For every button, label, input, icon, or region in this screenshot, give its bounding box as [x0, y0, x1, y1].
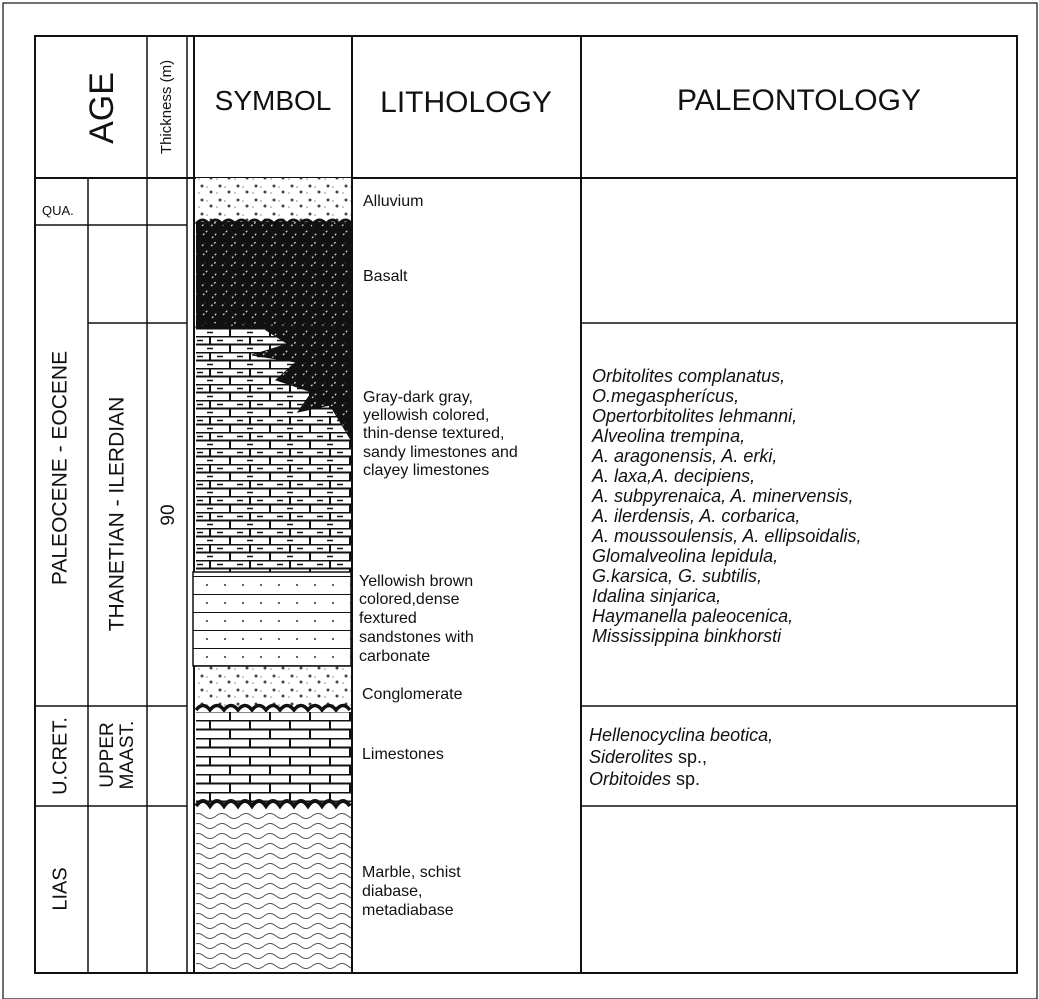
lith-gray-5: clayey limestones	[363, 462, 489, 479]
lith-conglomerate: Conglomerate	[362, 686, 463, 703]
pal-line: Haymanella paleocenica,	[592, 606, 793, 626]
age-u-cret: U.CRET.	[49, 717, 71, 795]
header-symbol: SYMBOL	[215, 85, 332, 116]
pal-cret-line-3-sp: sp.	[671, 769, 700, 789]
pal-cret-line-2-sp: sp.,	[673, 747, 707, 767]
pal-line: Opertorbitolites lehmanni,	[592, 406, 797, 426]
pal-line: Mississippina binkhorsti	[592, 626, 782, 646]
pal-line: A. laxa,A. decipiens,	[591, 466, 755, 486]
lith-yb-5: carbonate	[359, 648, 430, 665]
symbol-marble-schist	[196, 810, 351, 972]
age-upper: UPPER	[97, 722, 118, 787]
paleontology-descriptions: Orbitolites complanatus, O.megaspherícus…	[589, 366, 861, 789]
pal-line: O.megaspherícus,	[592, 386, 739, 406]
pal-cret-line-2: Siderolites sp.,	[589, 747, 707, 767]
age-lias: LIAS	[49, 867, 71, 910]
pal-line: A. aragonensis, A. erki,	[591, 446, 777, 466]
age-qua: QUA.	[42, 203, 74, 218]
table-border	[35, 36, 1017, 973]
pal-cret-line-3-genus: Orbitoides	[589, 769, 671, 789]
lith-gray-4: sandy limestones and	[363, 444, 518, 461]
pal-line: A. subpyrenaica, A. minervensis,	[591, 486, 853, 506]
pal-cret-line-2-genus: Siderolites	[589, 747, 673, 767]
symbol-basalt	[196, 222, 351, 328]
lithology-descriptions: Alluvium Basalt Gray-dark gray, yellowis…	[359, 193, 518, 919]
unconformity-limestone-marble	[196, 801, 350, 806]
header-lithology: LITHOLOGY	[380, 86, 552, 119]
pal-line: Idalina sinjarica,	[592, 586, 721, 606]
symbol-alluvium	[196, 178, 351, 223]
lith-marble-3: metadiabase	[362, 902, 454, 919]
pal-line: A. moussoulensis, A. ellipsoidalis,	[591, 526, 861, 546]
symbol-column	[193, 178, 352, 972]
lith-yb-2: colored,dense	[359, 591, 460, 608]
header-age: AGE	[83, 72, 121, 144]
lith-alluvium: Alluvium	[363, 193, 423, 210]
lith-gray-1: Gray-dark gray,	[363, 389, 473, 406]
pal-line: Glomalveolina lepidula,	[592, 546, 778, 566]
age-thickness-90: 90	[158, 504, 179, 525]
lith-yb-4: sandstones with	[359, 629, 474, 646]
lith-yb-1: Yellowish brown	[359, 573, 473, 590]
lith-marble-2: diabase,	[362, 883, 423, 900]
lith-gray-3: thin-dense textured,	[363, 425, 504, 442]
pal-line: Orbitolites complanatus,	[592, 366, 785, 386]
age-thanetian-ilerdian: THANETIAN - ILERDIAN	[106, 397, 129, 632]
pal-line: A. ilerdensis, A. corbarica,	[591, 506, 800, 526]
header-paleontology: PALEONTOLOGY	[677, 84, 921, 117]
pal-line: Alveolina trempina,	[591, 426, 745, 446]
age-paleocene-eocene: PALEOCENE - EOCENE	[49, 351, 72, 585]
age-maast: MAAST.	[117, 721, 138, 790]
pal-line: G.karsica, G. subtilis,	[592, 566, 762, 586]
symbol-conglomerate	[196, 666, 351, 708]
symbol-sandstones	[193, 572, 351, 666]
lith-marble-1: Marble, schist	[362, 864, 461, 881]
lith-limestones: Limestones	[362, 746, 444, 763]
pal-cret-line-1: Hellenocyclina beotica,	[589, 725, 773, 745]
lith-gray-2: yellowish colored,	[363, 407, 489, 424]
lith-yb-3: fextured	[359, 610, 417, 627]
symbol-limestones	[196, 712, 351, 802]
header-thickness: Thickness (m)	[158, 60, 175, 154]
lith-basalt: Basalt	[363, 268, 408, 285]
pal-cret-line-3: Orbitoides sp.	[589, 769, 700, 789]
